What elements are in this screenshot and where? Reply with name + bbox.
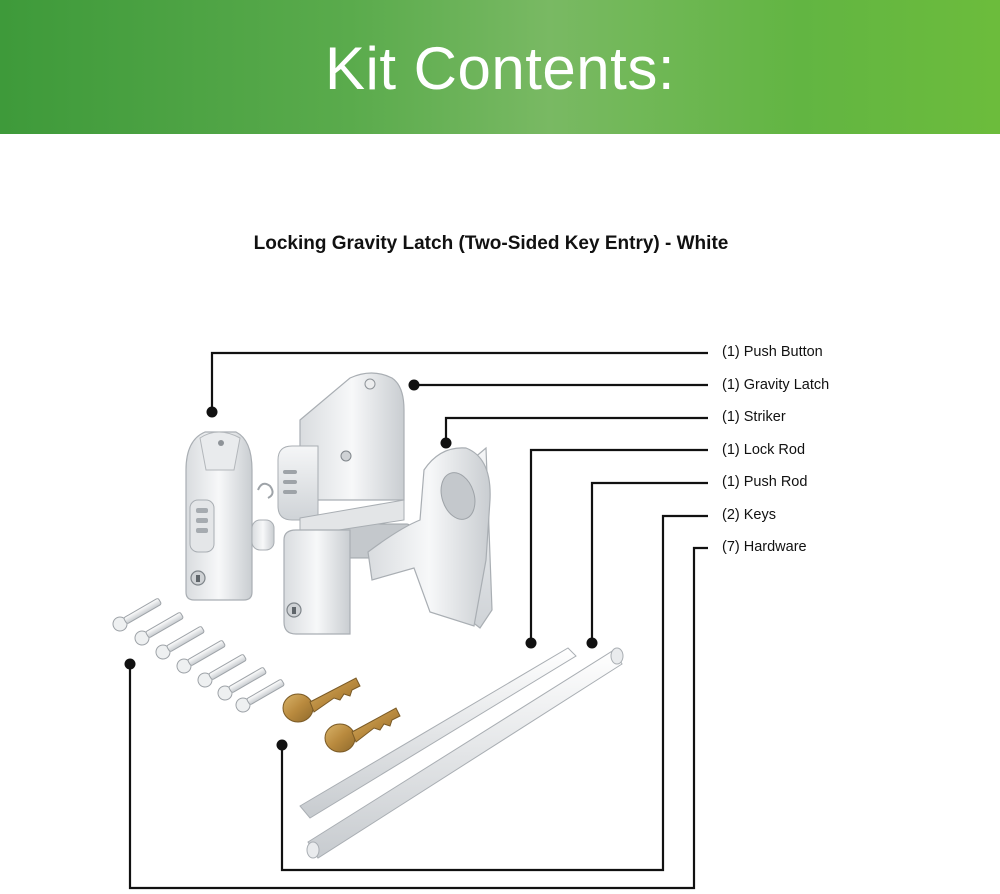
- gravity-latch-icon: [257, 372, 411, 635]
- leader-lines: [128, 351, 708, 890]
- leader-dots: [124, 379, 598, 751]
- banner-title: Kit Contents:: [324, 34, 675, 102]
- part-label-lock-rod: (1) Lock Rod: [722, 442, 806, 458]
- part-label-gravity-latch: (1) Gravity Latch: [722, 377, 830, 393]
- push-button-icon: [185, 431, 275, 601]
- part-label-push-button: (1) Push Button: [722, 344, 823, 360]
- lock-rod-icon: [299, 647, 577, 819]
- part-label-push-rod: (1) Push Rod: [722, 474, 808, 490]
- part-label-keys: (2) Keys: [722, 507, 776, 523]
- part-label-hardware: (7) Hardware: [722, 539, 807, 555]
- product-title: Locking Gravity Latch (Two-Sided Key Ent…: [253, 233, 729, 254]
- striker-icon: [367, 446, 493, 629]
- keys-icon: [282, 677, 401, 753]
- screws-icon: [112, 598, 285, 713]
- push-rod-icon: [306, 647, 624, 859]
- part-label-striker: (1) Striker: [722, 409, 786, 425]
- header-banner: Kit Contents:: [0, 0, 1000, 134]
